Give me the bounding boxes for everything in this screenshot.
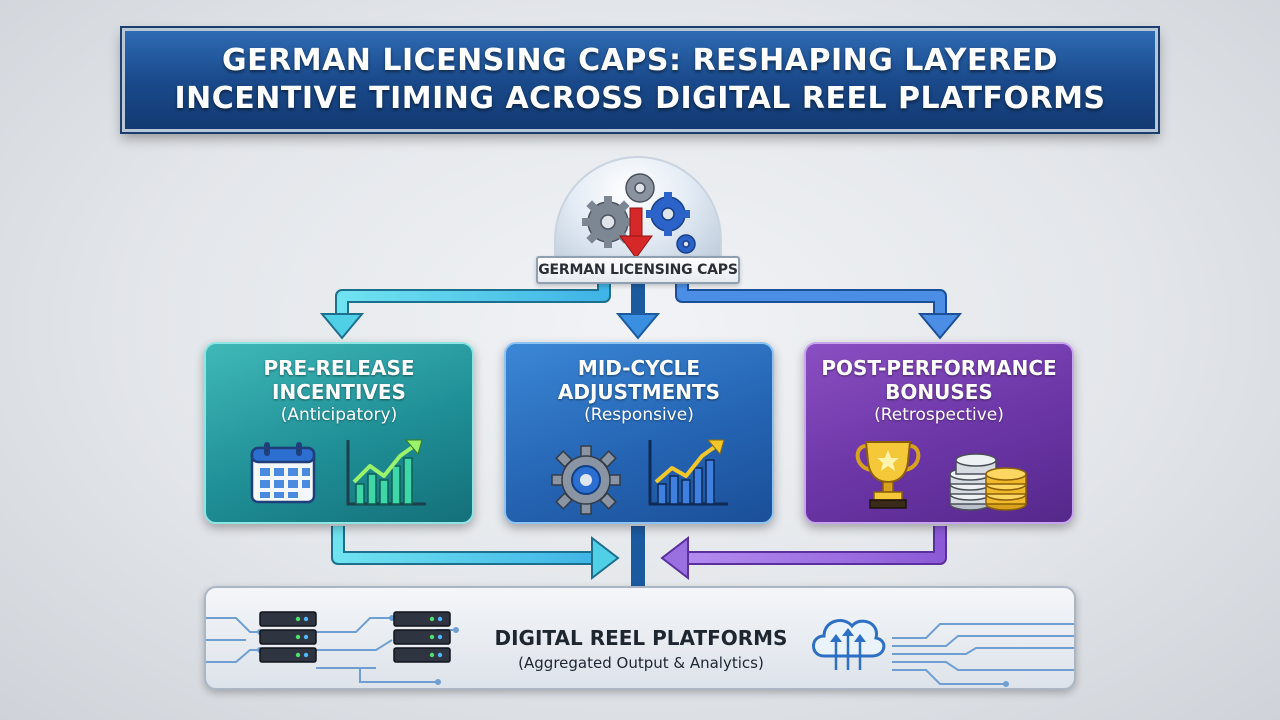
growth-chart-icon: [648, 439, 728, 506]
stage-subtitle: (Anticipatory): [280, 405, 398, 425]
arrow-pre-release-to-platforms: [331, 526, 620, 581]
trophy-icon: [855, 441, 921, 509]
title-line-1: GERMAN LICENSING CAPS: RESHAPING LAYERED: [222, 43, 1058, 78]
gears-with-down-arrow-icon: [582, 173, 696, 259]
red-down-arrow-icon: [619, 207, 653, 259]
stage-title: MID-CYCLE ADJUSTMENTS: [557, 356, 721, 404]
platforms-title: DIGITAL REEL PLATFORMS: [494, 626, 788, 650]
platforms-subtitle: (Aggregated Output & Analytics): [518, 654, 764, 672]
growth-chart-icon: [346, 439, 426, 506]
arrow-post-performance-to-platforms: [660, 526, 947, 581]
stage-subtitle: (Retrospective): [874, 405, 1004, 425]
title-line-2: INCENTIVE TIMING ACROSS DIGITAL REEL PLA…: [174, 81, 1106, 116]
stage-pre-release: PRE-RELEASE INCENTIVES (Anticipatory): [204, 342, 474, 524]
gear-icon: [551, 445, 621, 515]
server-rack-icon: [393, 611, 451, 663]
platforms-panel: DIGITAL REEL PLATFORMS (Aggregated Outpu…: [204, 586, 1076, 690]
stage-subtitle: (Responsive): [584, 405, 694, 425]
arrow-caps-to-post-performance: [675, 282, 963, 340]
stage-title: POST-PERFORMANCE BONUSES: [821, 356, 1057, 404]
cloud-upload-icon: [812, 619, 886, 670]
coin-stack-icon: [949, 453, 1027, 511]
stage-post-performance: POST-PERFORMANCE BONUSES (Retrospective): [804, 342, 1074, 524]
arrow-caps-to-mid-cycle: [615, 282, 661, 340]
stage-title: PRE-RELEASE INCENTIVES: [263, 356, 415, 404]
server-rack-icon: [259, 611, 317, 663]
arrow-caps-to-pre-release: [319, 282, 611, 340]
caps-label: GERMAN LICENSING CAPS: [536, 256, 740, 284]
title-banner: GERMAN LICENSING CAPS: RESHAPING LAYERED…: [122, 28, 1158, 132]
calendar-icon: [250, 442, 316, 504]
stage-mid-cycle: MID-CYCLE ADJUSTMENTS (Responsive): [504, 342, 774, 524]
